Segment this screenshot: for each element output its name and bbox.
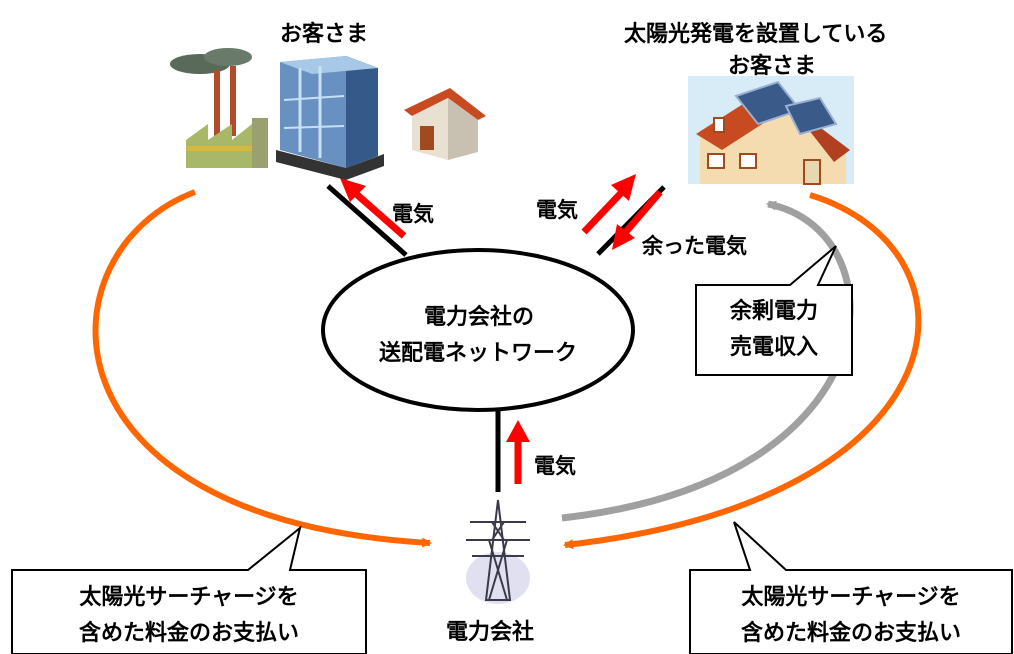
surplus-income-line2: 売電収入: [729, 335, 818, 360]
solar-customers-label-line1: 太陽光発電を設置している: [624, 22, 888, 47]
right-payment-text: 太陽光サーチャージを 含めた料金のお支払い: [690, 580, 1012, 652]
left-payment-callout: [11, 525, 367, 654]
left-payment-text: 太陽光サーチャージを 含めた料金のお支払い: [12, 580, 366, 652]
electricity-arrow-to-solar: [581, 174, 636, 235]
electricity-arrow-to-customers: [340, 178, 407, 239]
customers-label: お客さま: [280, 22, 369, 47]
solar-house-icon: [688, 76, 854, 185]
surplus-income-text: 余剰電力 売電収入: [696, 294, 852, 366]
surplus-income-line1: 余剰電力: [729, 299, 818, 324]
network-ellipse: [321, 248, 635, 412]
network-label-line2: 送配電ネットワーク: [378, 341, 577, 366]
left-payment-line2: 含めた料金のお支払い: [78, 621, 299, 646]
house-icon: [404, 88, 486, 160]
electricity-arrow-from-company: [506, 420, 530, 484]
right-payment-callout: [689, 521, 1013, 654]
surplus-electricity-label: 余った電気: [642, 234, 747, 258]
customer-connection-line: [326, 184, 408, 257]
electricity-label-solar: 電気: [536, 198, 578, 222]
electricity-label-company: 電気: [534, 454, 576, 478]
right-payment-line2: 含めた料金のお支払い: [740, 621, 961, 646]
power-company-label: 電力会社: [446, 620, 535, 645]
network-label-line1: 電力会社の: [423, 305, 534, 330]
transmission-tower-icon: [466, 499, 530, 604]
surplus-income-callout: [695, 245, 853, 376]
left-payment-flow: [92, 189, 432, 548]
factory-icon: [170, 48, 268, 168]
surplus-electricity-arrow: [612, 189, 663, 250]
electricity-label-customers: 電気: [392, 202, 434, 226]
left-payment-line1: 太陽光サーチャージを: [79, 585, 299, 610]
right-payment-line1: 太陽光サーチャージを: [741, 585, 961, 610]
right-payment-flow: [563, 192, 922, 550]
office-building-icon: [276, 56, 384, 180]
solar-customers-label-line2: お客さま: [728, 54, 817, 79]
